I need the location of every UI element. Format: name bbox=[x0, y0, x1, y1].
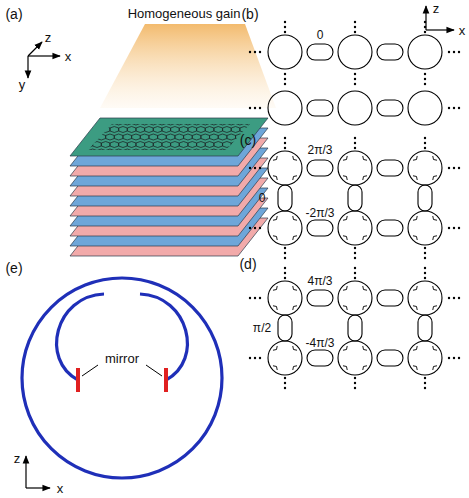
phase-label: 0 bbox=[259, 192, 266, 204]
layer-stack bbox=[70, 118, 268, 256]
resonator-lattice bbox=[268, 35, 442, 375]
phase-label: 2π/3 bbox=[308, 144, 333, 156]
axis-label: z bbox=[433, 2, 440, 15]
mirror-label: mirror bbox=[105, 352, 139, 365]
graphene-lattice bbox=[80, 119, 258, 178]
axis-label: y bbox=[19, 78, 26, 91]
gain-beam bbox=[100, 24, 276, 108]
axis-label: z bbox=[45, 31, 52, 44]
mirror-symbol bbox=[78, 368, 166, 392]
axes bbox=[26, 456, 50, 488]
leader-line bbox=[82, 365, 162, 376]
panel-letter: (b) bbox=[241, 7, 258, 21]
axis-label: z bbox=[14, 452, 21, 465]
phase-label: 4π/3 bbox=[308, 275, 333, 287]
axis-label: x bbox=[459, 24, 466, 37]
phase-label: -2π/3 bbox=[306, 207, 335, 219]
material-layer bbox=[70, 118, 268, 156]
phase-label: π/2 bbox=[253, 322, 271, 334]
panel-letter: (c) bbox=[240, 133, 256, 147]
axis-label: x bbox=[57, 482, 64, 495]
axes bbox=[28, 42, 60, 78]
ring-resonator bbox=[22, 278, 222, 478]
panel-letter: (a) bbox=[5, 7, 22, 21]
panel-letter: (e) bbox=[5, 261, 22, 275]
axes bbox=[426, 6, 454, 30]
phase-label: -4π/3 bbox=[306, 337, 335, 349]
axis-label: x bbox=[65, 50, 72, 63]
panel-letter: (d) bbox=[239, 257, 256, 271]
ellipsis-dots bbox=[249, 21, 460, 389]
beam-label: Homogeneous gain bbox=[128, 7, 241, 20]
phase-label: 0 bbox=[317, 29, 324, 41]
